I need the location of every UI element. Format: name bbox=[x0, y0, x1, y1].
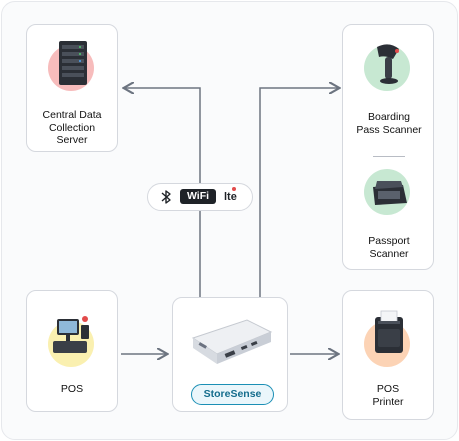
boarding-pass-scanner[interactable]: Boarding Pass Scanner bbox=[343, 25, 435, 143]
pos-label: POS bbox=[27, 383, 117, 396]
passport-label-line-1: Passport bbox=[368, 235, 410, 247]
lte-icon: lte bbox=[224, 190, 237, 204]
passport-label-line-2: Scanner bbox=[369, 247, 409, 260]
printer-label-line-1: POS bbox=[376, 383, 400, 395]
printer-label: POS Printer bbox=[343, 383, 433, 408]
arrow-to-server bbox=[125, 88, 201, 300]
pos-label-line-1: POS bbox=[60, 383, 84, 395]
boarding-label-line-1: Boarding bbox=[367, 111, 411, 123]
barcode-scanner-icon bbox=[377, 44, 399, 84]
bluetooth-icon bbox=[161, 190, 171, 204]
pos-card[interactable]: POS bbox=[26, 290, 118, 412]
server-label-line-2: Collection bbox=[48, 121, 96, 134]
server-label: Central Data Collection Server bbox=[27, 109, 117, 147]
connectivity-badge: WiFi lte bbox=[147, 183, 253, 211]
lte-text: lte bbox=[224, 191, 237, 203]
receipt-printer-icon bbox=[375, 310, 403, 353]
storesense-device-icon bbox=[191, 319, 273, 364]
boarding-label-line-2: Pass Scanner bbox=[356, 123, 422, 136]
pos-terminal-icon bbox=[53, 316, 89, 353]
server-label-line-3: Server bbox=[56, 134, 88, 146]
server-rack-icon bbox=[59, 41, 87, 85]
server-card[interactable]: Central Data Collection Server bbox=[26, 24, 118, 152]
printer-label-line-2: Printer bbox=[372, 395, 404, 408]
passport-label: Passport Scanner bbox=[343, 235, 435, 260]
printer-card[interactable]: POS Printer bbox=[342, 290, 434, 420]
server-label-line-1: Central Data bbox=[42, 109, 102, 121]
scanner-divider bbox=[373, 156, 405, 157]
arrow-to-boarding bbox=[259, 88, 338, 300]
wifi-text: WiFi bbox=[186, 190, 210, 202]
scanners-card: Boarding Pass Scanner Passport Scanner bbox=[342, 24, 434, 270]
boarding-label: Boarding Pass Scanner bbox=[343, 111, 435, 136]
wifi-icon: WiFi bbox=[180, 189, 216, 204]
passport-scanner[interactable]: Passport Scanner bbox=[343, 159, 435, 271]
lte-dot bbox=[232, 187, 236, 191]
storesense-label-text: StoreSense bbox=[203, 388, 262, 400]
passport-scanner-icon bbox=[373, 181, 407, 205]
storesense-label: StoreSense bbox=[191, 384, 274, 405]
